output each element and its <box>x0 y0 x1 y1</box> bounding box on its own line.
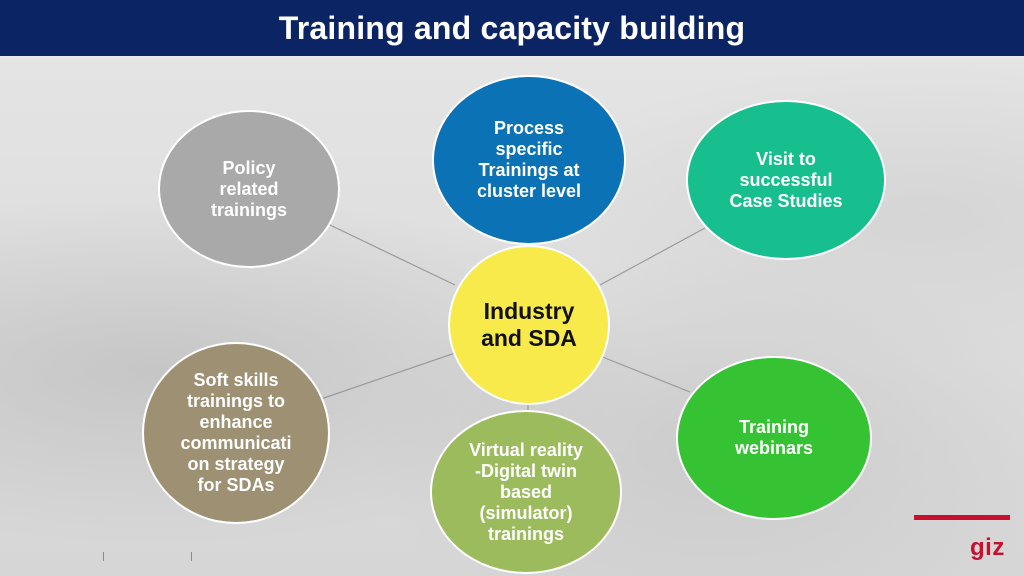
node-label: Policy related trainings <box>210 157 287 220</box>
node-process: Process specific Trainings at cluster le… <box>432 75 626 245</box>
node-label: Training webinars <box>734 417 814 458</box>
connector-visit <box>599 227 706 286</box>
node-label: Soft skills trainings to enhance communi… <box>180 370 292 495</box>
node-soft-skills: Soft skills trainings to enhance communi… <box>142 342 330 524</box>
giz-logo: giz <box>970 534 1005 561</box>
node-label: Visit to successful Case Studies <box>729 148 843 211</box>
center-label: Industry and SDA <box>481 298 577 351</box>
node-policy: Policy related trainings <box>158 110 340 268</box>
connector-webinars <box>599 355 691 393</box>
footer-divider <box>103 552 104 561</box>
node-webinars: Training webinars <box>676 356 872 520</box>
connector-soft <box>317 351 459 401</box>
slide-title: Training and capacity building <box>278 9 746 46</box>
node-center: Industry and SDA <box>448 245 610 405</box>
node-virtual-reality: Virtual reality -Digital twin based (sim… <box>430 410 622 574</box>
node-label: Virtual reality -Digital twin based (sim… <box>469 439 583 544</box>
node-label: Process specific Trainings at cluster le… <box>476 118 582 201</box>
node-visit: Visit to successful Case Studies <box>686 100 886 260</box>
footer-divider <box>191 552 192 561</box>
connector-policy <box>329 224 456 286</box>
logo-bar <box>914 515 1010 520</box>
title-bar: Training and capacity building <box>0 0 1024 58</box>
